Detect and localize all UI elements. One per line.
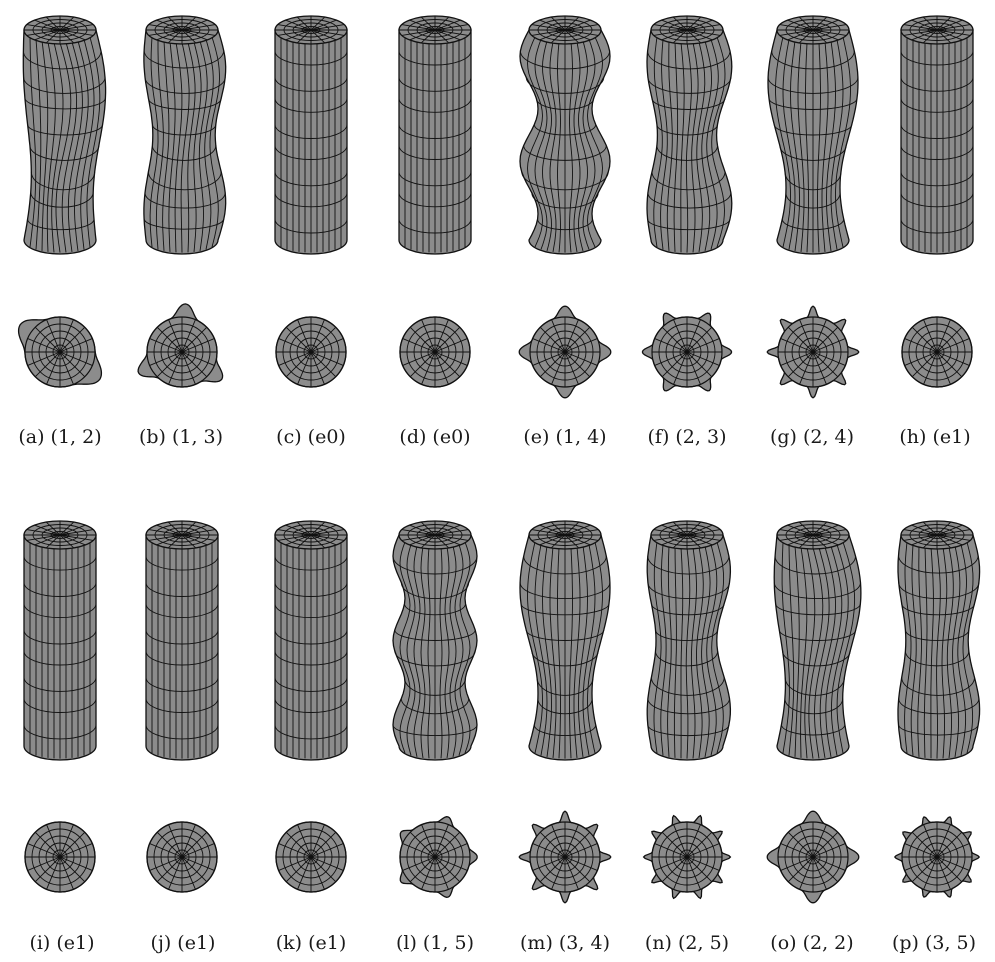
- cylinder-top-cap: [275, 521, 347, 549]
- panel-caption-p: (p) (3, 5): [874, 932, 994, 954]
- cross-section-k: [276, 822, 346, 892]
- panel-caption-l: (l) (1, 5): [375, 932, 495, 954]
- panel-caption-c: (c) (e0): [251, 426, 371, 448]
- cross-section-j: [147, 822, 217, 892]
- cross-section-l: [400, 817, 477, 898]
- cross-section-p: [895, 817, 979, 897]
- cylinder-l: [393, 521, 477, 760]
- panel-caption-k: (k) (e1): [251, 932, 371, 954]
- cylinder-top-cap: [901, 521, 973, 549]
- cross-section-g: [767, 306, 859, 398]
- panel-caption-o: (o) (2, 2): [752, 932, 872, 954]
- cross-section-c: [276, 317, 346, 387]
- cross-section-f: [642, 313, 731, 391]
- cylinder-k: [275, 521, 347, 760]
- cylinder-e: [520, 16, 610, 254]
- cross-section-n: [644, 816, 731, 899]
- cylinder-h: [901, 16, 973, 254]
- cylinder-n: [647, 521, 730, 760]
- cylinder-top-cap: [146, 16, 218, 44]
- cylinder-top-cap: [529, 521, 601, 549]
- cross-section-i: [25, 822, 95, 892]
- cylinder-c: [275, 16, 347, 254]
- panel-caption-a: (a) (1, 2): [0, 426, 120, 448]
- cylinder-top-cap: [901, 16, 973, 44]
- cylinder-a: [23, 16, 105, 254]
- cylinder-top-cap: [777, 521, 849, 549]
- cylinder-top-cap: [529, 16, 601, 44]
- cylinder-f: [647, 16, 732, 254]
- cylinder-top-cap: [399, 16, 471, 44]
- cross-section-e: [519, 306, 611, 398]
- cross-section-m: [519, 811, 611, 903]
- panel-caption-d: (d) (e0): [375, 426, 495, 448]
- cylinder-d: [399, 16, 471, 254]
- panel-caption-f: (f) (2, 3): [627, 426, 747, 448]
- cross-section-d: [400, 317, 470, 387]
- cylinder-b: [144, 16, 226, 254]
- panel-caption-m: (m) (3, 4): [505, 932, 625, 954]
- cross-section-o: [767, 811, 859, 903]
- cylinder-top-cap: [24, 16, 96, 44]
- cylinder-top-cap: [651, 521, 723, 549]
- panel-caption-g: (g) (2, 4): [752, 426, 872, 448]
- panel-caption-e: (e) (1, 4): [505, 426, 625, 448]
- cross-section-b: [138, 304, 223, 387]
- cylinder-j: [146, 521, 218, 760]
- panel-caption-n: (n) (2, 5): [627, 932, 747, 954]
- cylinder-top-cap: [275, 16, 347, 44]
- panel-caption-b: (b) (1, 3): [121, 426, 241, 448]
- cylinder-top-cap: [777, 16, 849, 44]
- cylinder-m: [520, 521, 610, 760]
- cross-section-h: [902, 317, 972, 387]
- cylinder-o: [774, 521, 861, 760]
- cylinder-i: [24, 521, 96, 760]
- cylinder-g: [768, 16, 858, 254]
- cylinder-p: [898, 521, 980, 760]
- panel-caption-h: (h) (e1): [875, 426, 995, 448]
- panel-caption-i: (i) (e1): [2, 932, 122, 954]
- cylinder-top-cap: [24, 521, 96, 549]
- cylinder-top-cap: [399, 521, 471, 549]
- cross-section-a: [19, 317, 102, 387]
- cylinder-top-cap: [146, 521, 218, 549]
- panel-caption-j: (j) (e1): [123, 932, 243, 954]
- cylinder-top-cap: [651, 16, 723, 44]
